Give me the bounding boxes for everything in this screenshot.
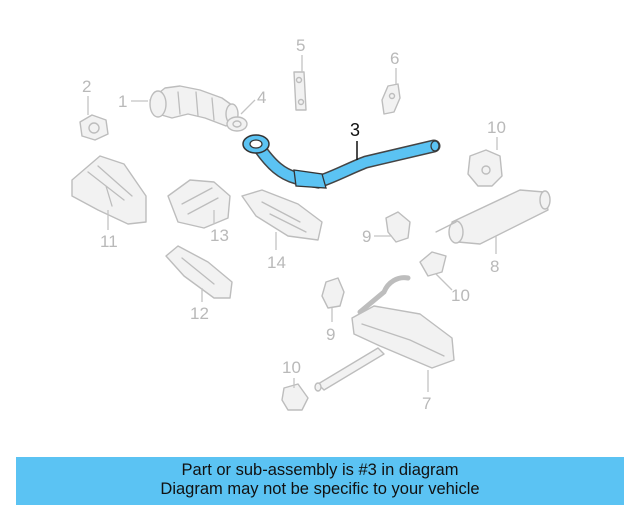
- banner-line-2: Diagram may not be specific to your vehi…: [160, 480, 480, 498]
- part-13-heat-shield[interactable]: [167, 179, 231, 229]
- callout-7[interactable]: 7: [422, 394, 431, 413]
- callout-4[interactable]: 4: [257, 88, 266, 107]
- callout-12[interactable]: 12: [190, 304, 209, 323]
- part-14-heat-shield[interactable]: [241, 189, 323, 241]
- callout-5[interactable]: 5: [296, 36, 305, 55]
- part-12-heat-shield[interactable]: [165, 245, 233, 299]
- part-11-heat-shield[interactable]: [71, 155, 147, 225]
- callout-11[interactable]: 11: [100, 232, 118, 251]
- part-8-rear-muffler[interactable]: [435, 189, 551, 245]
- banner-line-1: Part or sub-assembly is #3 in diagram: [181, 461, 459, 479]
- callout-9-middle[interactable]: 9: [362, 227, 371, 246]
- part-10-clamp-bottom[interactable]: [281, 383, 309, 411]
- info-banner: Part or sub-assembly is #3 in diagram Di…: [16, 457, 624, 505]
- part-10-clamp-middle[interactable]: [419, 251, 447, 277]
- callout-2[interactable]: 2: [82, 77, 91, 96]
- part-5-hanger[interactable]: [293, 71, 307, 111]
- callout-10-bottom[interactable]: 10: [282, 358, 301, 377]
- callout-10-middle[interactable]: 10: [451, 286, 470, 305]
- callout-1[interactable]: 1: [118, 92, 127, 111]
- callout-6[interactable]: 6: [390, 49, 399, 68]
- part-6-bracket[interactable]: [381, 83, 401, 115]
- part-9-clamp-lower[interactable]: [321, 277, 345, 309]
- part-9-clamp-middle[interactable]: [385, 211, 411, 243]
- part-10-bracket-top[interactable]: [467, 149, 503, 187]
- exploded-parts-diagram: 1 2 4 5 6 3 10: [71, 36, 551, 413]
- leader-10-middle: [435, 273, 453, 291]
- part-1-catalytic-converter[interactable]: [149, 85, 239, 127]
- callout-14[interactable]: 14: [267, 253, 286, 272]
- leader-4: [240, 99, 256, 115]
- part-2-gasket[interactable]: [79, 114, 109, 141]
- part-4-gasket[interactable]: [226, 116, 248, 132]
- callout-8[interactable]: 8: [490, 257, 499, 276]
- callout-13[interactable]: 13: [210, 226, 229, 245]
- part-7-center-muffler[interactable]: [314, 275, 455, 392]
- part-3-front-pipe-highlighted[interactable]: [242, 134, 441, 189]
- callout-9-lower[interactable]: 9: [326, 325, 335, 344]
- callout-10-top[interactable]: 10: [487, 118, 506, 137]
- callout-3[interactable]: 3: [350, 120, 360, 140]
